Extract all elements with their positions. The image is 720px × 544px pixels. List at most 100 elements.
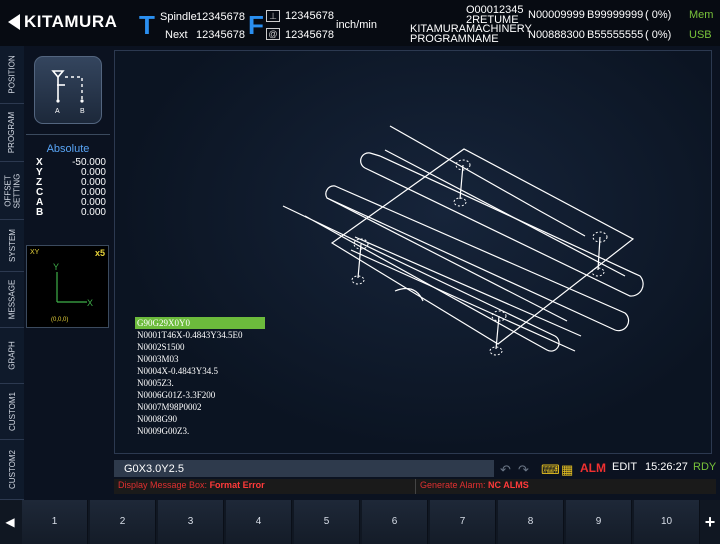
softkey-prev-button[interactable]: ◀	[5, 515, 15, 529]
softkey-5[interactable]: 5	[294, 500, 360, 544]
feed-rate-icon: @	[266, 28, 280, 40]
path-a-to-b-icon: A B	[51, 70, 85, 115]
program-line[interactable]: N0009G00Z3.	[137, 426, 190, 436]
plunge-line	[597, 236, 601, 271]
softkey-1[interactable]: 1	[22, 500, 88, 544]
plunge-marker	[455, 159, 471, 171]
tab-program[interactable]: PROGRAM	[0, 104, 24, 162]
softkey-3[interactable]: 3	[158, 500, 224, 544]
program-line[interactable]: N0005Z3.	[137, 378, 174, 388]
tab-custom1-label: CUSTOM1	[7, 392, 17, 431]
divider	[26, 134, 110, 135]
program-line[interactable]: N0003M03	[137, 354, 179, 364]
tab-offset-setting[interactable]: OFFSET SETTING	[0, 162, 24, 220]
softkey-bar: ◀ 1 2 3 4 5 6 7 8 9 10 +	[0, 500, 720, 544]
program-line[interactable]: N0007M98P0002	[137, 402, 202, 412]
keyboard-icon[interactable]: ⌨	[541, 462, 560, 477]
tab-message[interactable]: MESSAGE	[0, 272, 24, 328]
plunge-line	[495, 315, 500, 350]
toolpath-loop	[360, 152, 644, 297]
message-label: Display Message Box:	[118, 480, 208, 490]
tab-custom2[interactable]: CUSTOM2	[0, 440, 24, 500]
next-tool-value: 12345678	[196, 29, 245, 41]
divider	[415, 479, 416, 494]
program-name: PROGRAMNAME	[410, 33, 499, 45]
feed-unit: inch/min	[336, 19, 377, 31]
softkey-4[interactable]: 4	[226, 500, 292, 544]
plane-label: XY	[30, 249, 40, 256]
redo-icon[interactable]: ↷	[518, 462, 529, 477]
axis-name: Y	[36, 167, 43, 178]
softkey-7[interactable]: 7	[430, 500, 496, 544]
program-line[interactable]: N0004X-0.4843Y34.5	[137, 366, 218, 376]
tab-system-label: SYSTEM	[7, 229, 17, 262]
sequence-number-1: N00009999	[528, 9, 585, 21]
axis-value: 0.000	[80, 187, 106, 198]
axis-value: 0.000	[80, 197, 106, 208]
toolpath-loop	[325, 185, 630, 332]
tab-position-label: POSITION	[7, 55, 17, 94]
plunge-marker	[351, 275, 365, 285]
tab-custom2-label: CUSTOM2	[7, 450, 17, 489]
next-tool-label: Next	[165, 29, 188, 41]
axis-name: X	[36, 157, 43, 168]
softkey-8[interactable]: 8	[498, 500, 564, 544]
path-mode-button[interactable]: A B	[34, 56, 102, 124]
plunge-marker	[491, 310, 507, 322]
mini-plane-graphic: XY x5 Y X (0,0,0)	[30, 248, 105, 323]
plunge-marker	[353, 238, 369, 250]
brand-logo: KITAMURA	[8, 12, 117, 32]
plunge-marker	[591, 267, 605, 277]
feed-override-icon: ⊥	[266, 10, 280, 22]
mdi-input[interactable]	[114, 460, 494, 477]
mode-usb: USB	[689, 29, 712, 41]
axis-name: C	[36, 187, 44, 198]
alarm-message-value: NC ALMS	[488, 480, 529, 490]
softkey-2[interactable]: 2	[90, 500, 156, 544]
tab-message-label: MESSAGE	[7, 279, 17, 320]
axis-value: -50.000	[72, 157, 106, 168]
toolpath-graph[interactable]: G90G29X0Y0 N0001T46X-0.4843Y34.5E0 N0002…	[114, 50, 712, 454]
alarm-indicator[interactable]: ALM	[580, 461, 606, 475]
axis-row: X -50.000	[36, 158, 106, 168]
mini-plane-view[interactable]: XY x5 Y X (0,0,0)	[26, 245, 109, 328]
ready-indicator: RDY	[693, 461, 717, 473]
program-line-active[interactable]: G90G29X0Y0	[135, 317, 265, 329]
undo-icon[interactable]: ↶	[500, 462, 511, 477]
axis-value: 0.000	[80, 207, 106, 218]
spindle-value: 12345678	[196, 11, 245, 23]
machine-name: KITAMURAMACHINERY	[410, 23, 532, 35]
softkey-10[interactable]: 10	[634, 500, 700, 544]
program-number: O00012345	[466, 4, 524, 16]
tool-letter: T	[139, 10, 155, 40]
tab-system[interactable]: SYSTEM	[0, 220, 24, 272]
block-number-1: B99999999	[587, 9, 644, 21]
plunge-marker	[489, 346, 503, 356]
axis-value: 0.000	[80, 177, 106, 188]
program-line[interactable]: N0001T46X-0.4843Y34.5E0	[137, 330, 243, 340]
spindle-label: Spindle	[160, 11, 197, 23]
program-line[interactable]: N0006G01Z-3.3F200	[137, 390, 216, 400]
clock: 15:26:27	[645, 461, 688, 473]
feed-value-1: 12345678	[285, 10, 334, 22]
axis-name: Z	[36, 177, 43, 188]
softkey-9[interactable]: 9	[566, 500, 632, 544]
softkey-6[interactable]: 6	[362, 500, 428, 544]
tab-custom1[interactable]: CUSTOM1	[0, 384, 24, 440]
program-line[interactable]: N0008G90	[137, 414, 177, 424]
softkey-more-button[interactable]: +	[704, 512, 716, 532]
program-line[interactable]: N0002S1500	[137, 342, 185, 352]
toolpath-frame	[330, 148, 635, 345]
calculator-icon[interactable]: ▦	[561, 462, 574, 477]
message-bar: Display Message Box: Format Error Genera…	[114, 479, 716, 494]
toolpath-drawing	[282, 125, 644, 356]
toolpath-segment	[326, 197, 568, 322]
tab-graph[interactable]: GRAPH	[0, 328, 24, 384]
progress-percent-2: ( 0%)	[645, 29, 672, 41]
tab-position[interactable]: POSITION	[0, 46, 24, 104]
message-value: Format Error	[209, 480, 265, 490]
x-axis-label: X	[87, 298, 93, 308]
